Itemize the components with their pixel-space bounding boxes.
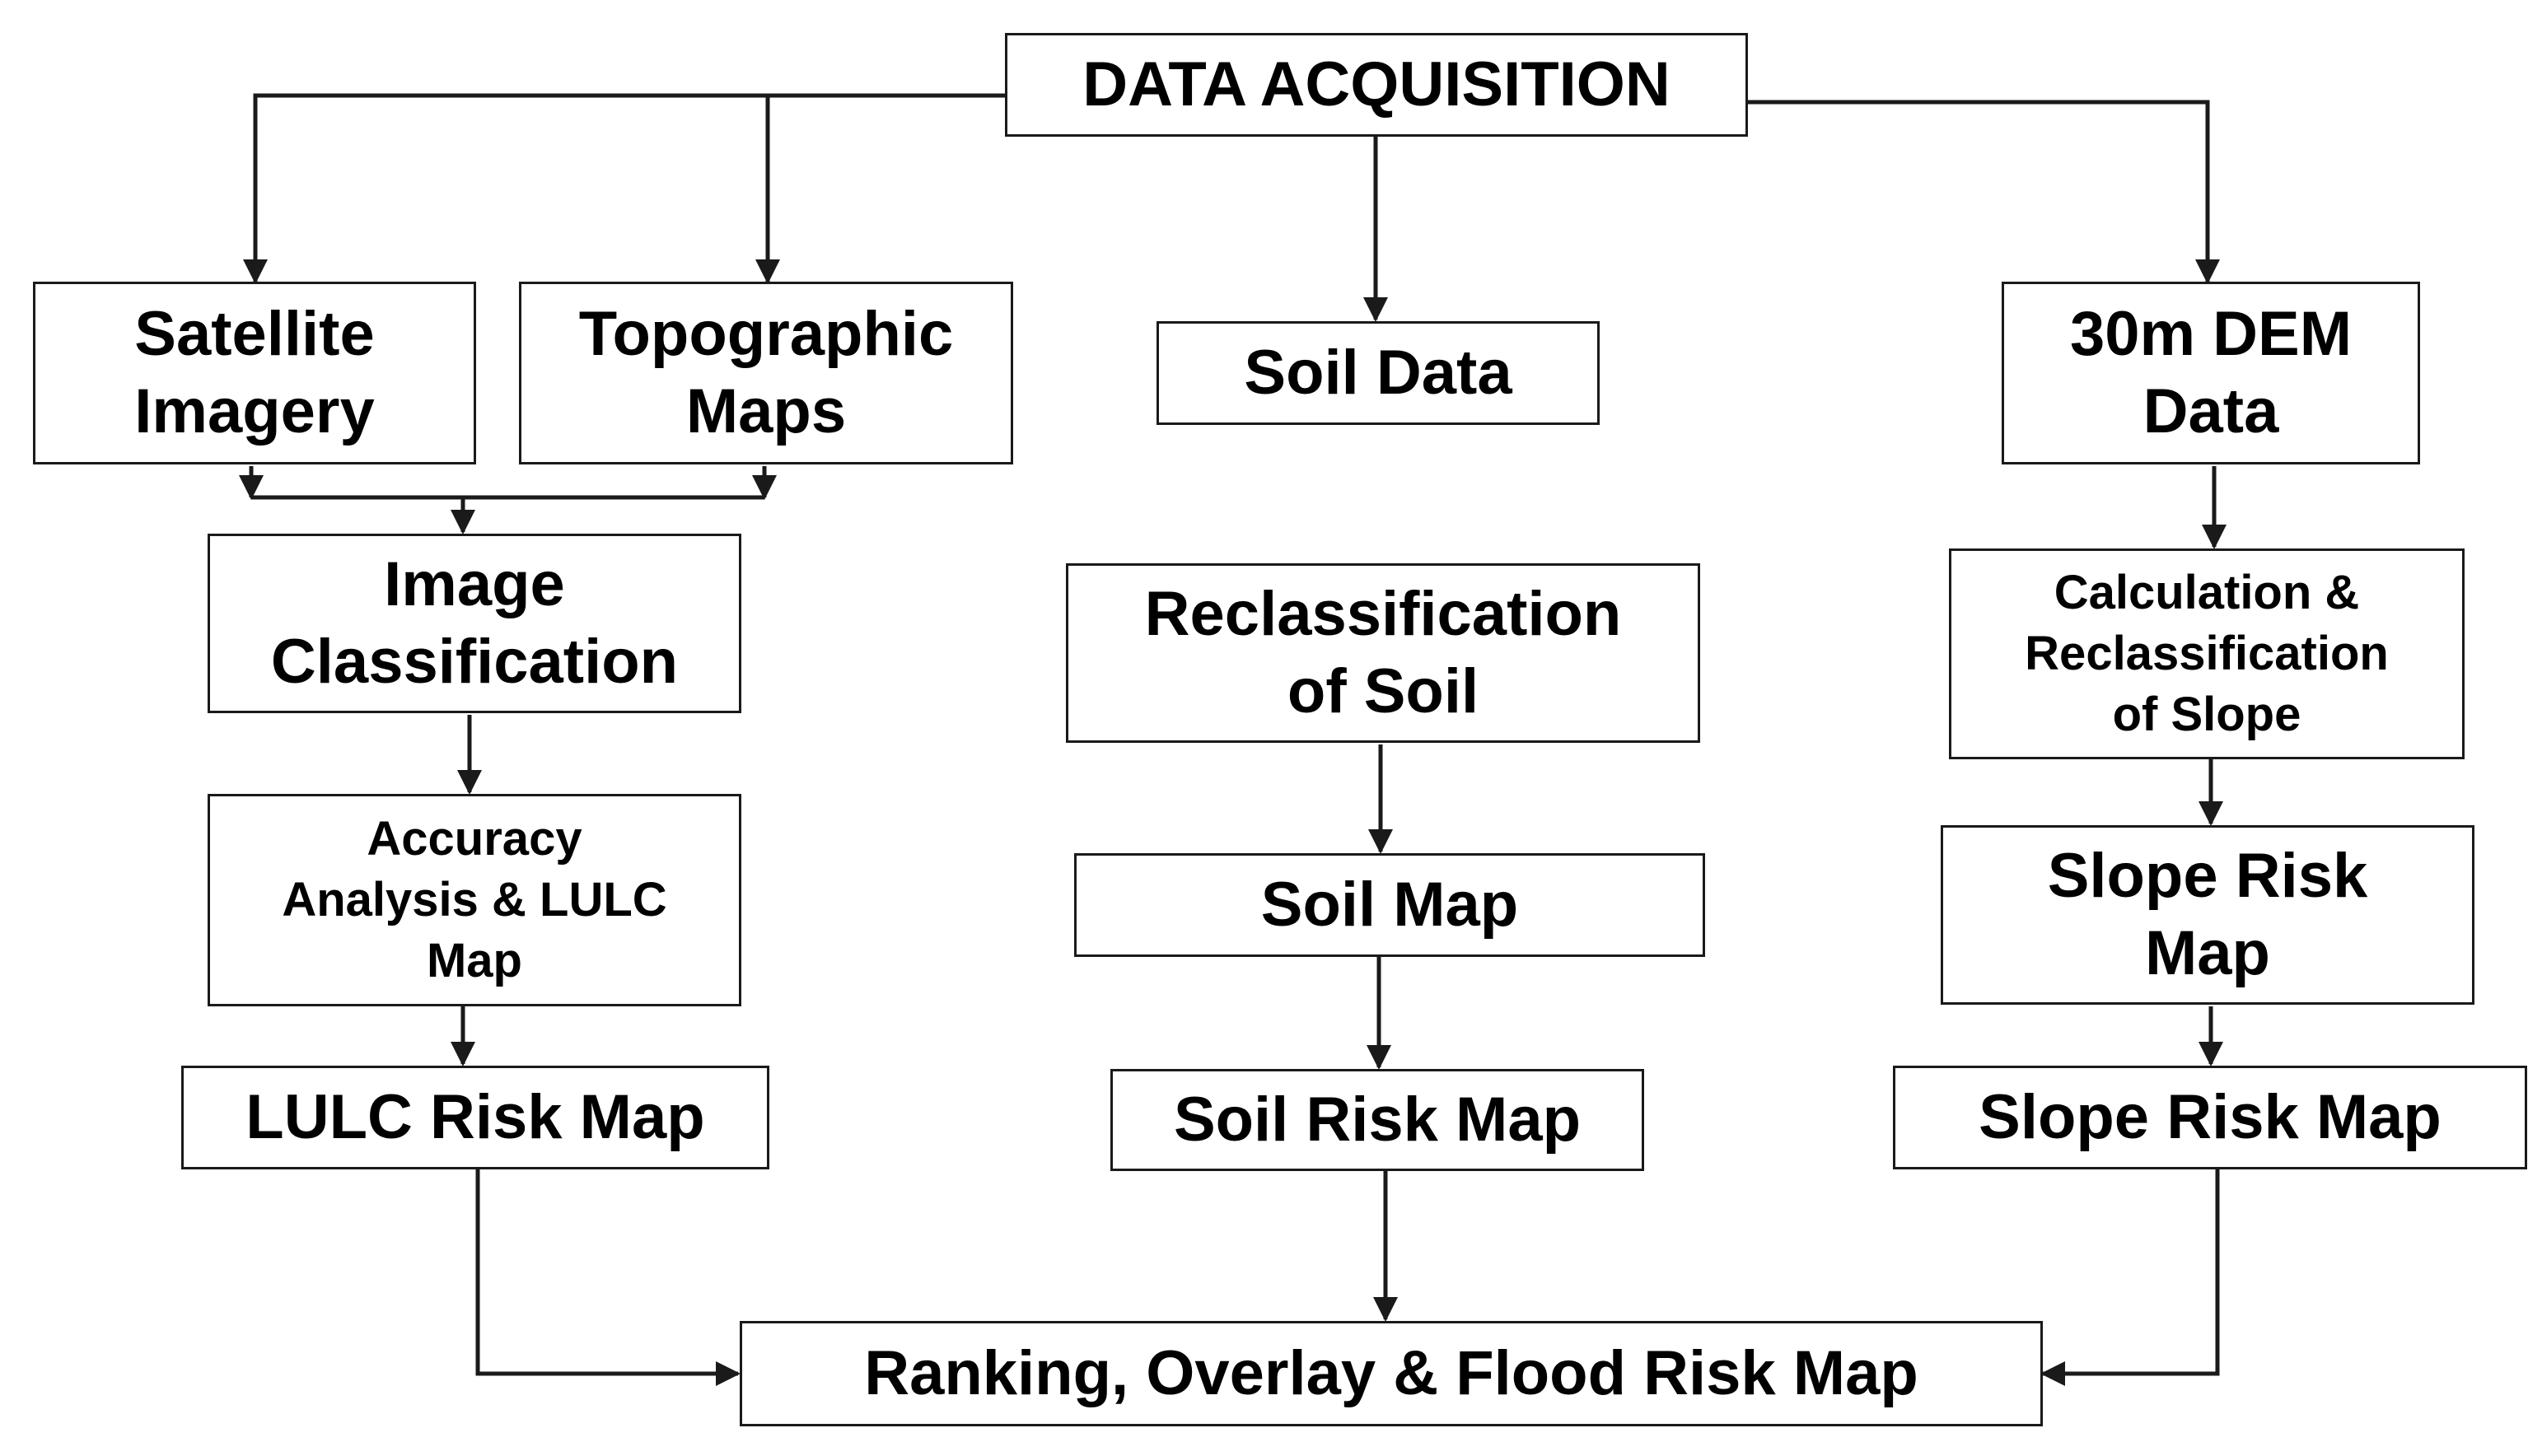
node-accuracy-analysis-line-3: Map <box>426 934 522 988</box>
node-data-acquisition-label: DATA ACQUISITION <box>1082 49 1671 119</box>
node-accuracy-analysis-line-2: Analysis & LULC <box>282 872 667 926</box>
node-slope-risk-map-draft: Slope Risk Map <box>1941 825 2474 1005</box>
node-slope-calculation-line-2: Reclassification <box>2025 626 2389 680</box>
node-image-classification-line-2: Classification <box>270 627 679 697</box>
node-reclassification-soil: Reclassification of Soil <box>1066 563 1700 743</box>
node-satellite-imagery-line-2: Imagery <box>134 376 375 446</box>
node-data-acquisition: DATA ACQUISITION <box>1005 33 1748 137</box>
node-slope-risk-map-label: Slope Risk Map <box>1979 1081 2442 1152</box>
node-dem-data: 30m DEM Data <box>2002 282 2420 464</box>
node-lulc-risk-map-label: LULC Risk Map <box>245 1081 705 1152</box>
node-topographic-maps: Topographic Maps <box>519 282 1013 464</box>
node-reclassification-soil-line-2: of Soil <box>1287 656 1479 726</box>
node-image-classification: Image Classification <box>208 534 741 713</box>
node-slope-risk-map-draft-line-1: Slope Risk <box>2047 840 2368 911</box>
node-reclassification-soil-line-1: Reclassification <box>1144 578 1622 649</box>
node-soil-data-label: Soil Data <box>1244 337 1512 408</box>
node-satellite-imagery-line-1: Satellite <box>134 298 375 369</box>
edge-acq-satellite <box>243 93 1005 284</box>
node-topographic-maps-line-2: Maps <box>685 376 847 446</box>
node-slope-risk-map-draft-line-2: Map <box>2144 918 2270 988</box>
node-topographic-maps-line-1: Topographic <box>578 298 954 369</box>
node-slope-calculation-line-3: of Slope <box>2112 688 2301 742</box>
edge-lulc-final <box>475 1169 741 1386</box>
node-dem-data-line-2: Data <box>2142 376 2279 446</box>
node-accuracy-analysis: Accuracy Analysis & LULC Map <box>208 794 741 1006</box>
node-slope-calculation-line-1: Calculation & <box>2054 565 2360 619</box>
node-soil-risk-map: Soil Risk Map <box>1110 1069 1644 1171</box>
node-final-flood-risk-map: Ranking, Overlay & Flood Risk Map <box>740 1321 2043 1426</box>
node-lulc-risk-map: LULC Risk Map <box>181 1066 769 1169</box>
node-slope-risk-map: Slope Risk Map <box>1893 1066 2527 1169</box>
node-soil-map: Soil Map <box>1074 853 1705 957</box>
node-soil-data: Soil Data <box>1157 321 1600 425</box>
node-soil-map-label: Soil Map <box>1260 869 1519 940</box>
node-final-flood-risk-map-label: Ranking, Overlay & Flood Risk Map <box>864 1337 1918 1408</box>
edge-acq-dem <box>1748 100 2220 284</box>
node-satellite-imagery: Satellite Imagery <box>33 282 476 464</box>
node-slope-calculation: Calculation & Reclassification of Slope <box>1949 548 2465 759</box>
node-soil-risk-map-label: Soil Risk Map <box>1173 1084 1582 1155</box>
node-accuracy-analysis-line-1: Accuracy <box>367 811 582 866</box>
node-image-classification-line-1: Image <box>384 548 565 619</box>
node-dem-data-line-1: 30m DEM <box>2069 298 2353 369</box>
edge-sloperisk-final <box>2040 1169 2220 1386</box>
